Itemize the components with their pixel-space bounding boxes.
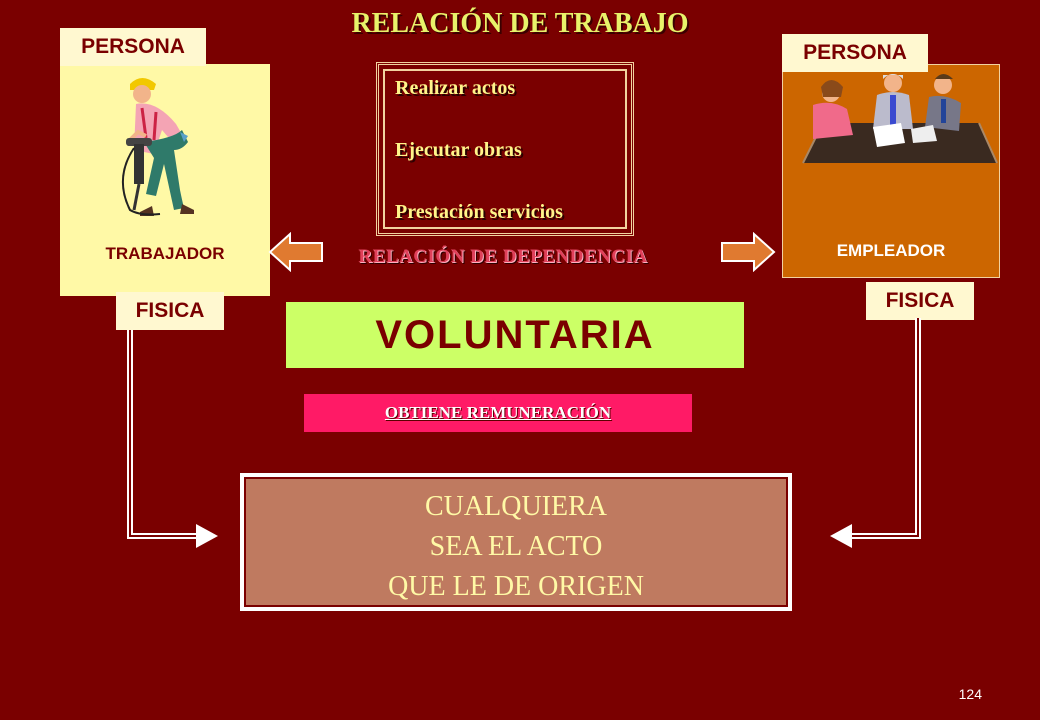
dependency-label: RELACIÓN DE DEPENDENCIA bbox=[358, 246, 648, 267]
fisica-label-right: FISICA bbox=[866, 282, 974, 320]
voluntaria-box: VOLUNTARIA bbox=[286, 302, 744, 368]
employer-caption: EMPLEADOR bbox=[836, 241, 946, 260]
arrow-right-icon bbox=[721, 232, 776, 272]
fisica-label-left: FISICA bbox=[116, 292, 224, 330]
origin-box: CUALQUIERA SEA EL ACTO QUE LE DE ORIGEN bbox=[240, 473, 792, 611]
acts-box: Realizar actos Ejecutar obras Prestación… bbox=[376, 62, 634, 236]
worker-caption: TRABAJADOR bbox=[105, 244, 225, 263]
worker-jackhammer-illustration bbox=[121, 78, 194, 216]
arrowhead-left-icon bbox=[830, 524, 852, 548]
origin-line: QUE LE DE ORIGEN bbox=[388, 571, 644, 602]
act-item: Prestación servicios bbox=[395, 201, 563, 223]
origin-line: SEA EL ACTO bbox=[429, 531, 603, 562]
slide-title: RELACIÓN DE TRABAJO bbox=[351, 8, 689, 39]
persona-label-right: PERSONA bbox=[782, 34, 928, 72]
page-number: 124 bbox=[958, 686, 982, 702]
arrowhead-right-icon bbox=[196, 524, 218, 548]
remuneration-box: OBTIENE REMUNERACIÓN bbox=[304, 394, 692, 432]
origin-line: CUALQUIERA bbox=[425, 491, 607, 522]
employer-panel: EMPLEADOR bbox=[782, 64, 1000, 278]
act-item: Ejecutar obras bbox=[395, 139, 522, 161]
business-meeting-illustration bbox=[802, 74, 998, 164]
act-item: Realizar actos bbox=[395, 77, 516, 99]
worker-panel: TRABAJADOR bbox=[60, 64, 270, 296]
persona-label-left: PERSONA bbox=[60, 28, 206, 66]
arrow-left-icon bbox=[268, 232, 323, 272]
